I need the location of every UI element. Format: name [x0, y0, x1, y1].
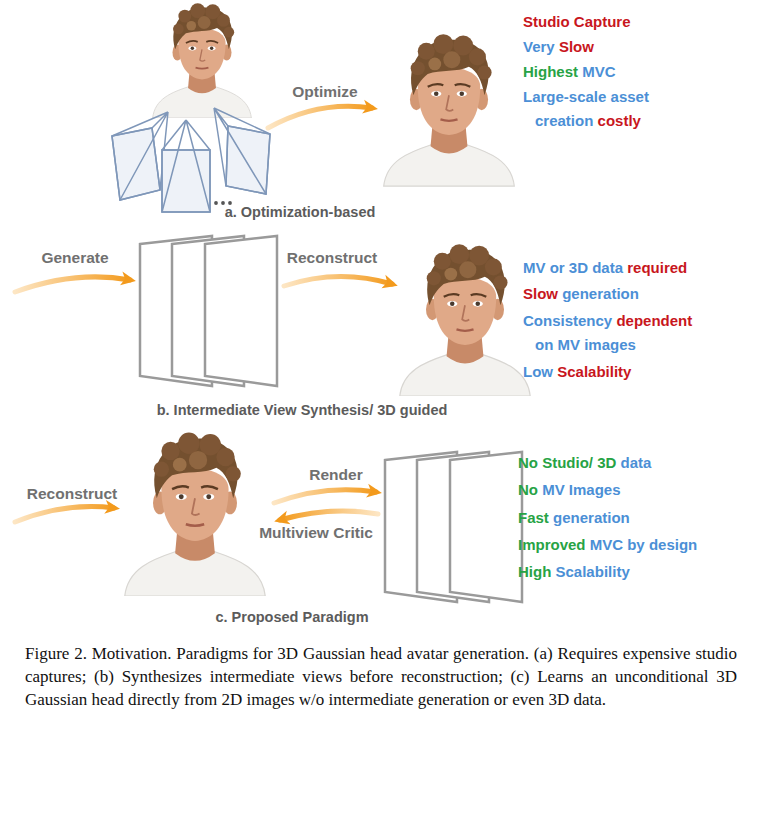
- property-term: MVC: [582, 63, 615, 80]
- process-arrow: [280, 511, 378, 520]
- property-term: Scalability: [556, 563, 630, 580]
- property-term: on MV images: [535, 336, 636, 353]
- property-term: Improved: [518, 536, 586, 553]
- property-term: generation: [562, 285, 639, 302]
- view-frame: [195, 236, 287, 386]
- property-line: NoMV Images: [518, 478, 621, 502]
- camera-image-plane: [162, 150, 210, 212]
- property-term: generation: [553, 509, 630, 526]
- frustum-edge: [162, 120, 210, 212]
- ellipsis-dot: [214, 201, 218, 205]
- property-line: No Studio/ 3D data: [518, 451, 651, 475]
- camera-image-plane: [226, 126, 270, 194]
- arrow-label: Multiview Critic: [259, 524, 373, 542]
- property-line: High Scalability: [518, 560, 630, 584]
- property-term: data: [621, 454, 652, 471]
- property-term: Very: [523, 38, 555, 55]
- property-term: Low: [523, 363, 553, 380]
- head-photo: [153, 3, 252, 118]
- frustum-edge: [214, 108, 270, 194]
- process-arrow: [274, 490, 376, 503]
- camera-frustum: [110, 112, 168, 200]
- property-line: Fastgeneration: [518, 506, 630, 530]
- camera-image-plane: [226, 126, 270, 194]
- frame-border: [205, 236, 277, 386]
- property-line: Slowgeneration: [523, 282, 639, 306]
- process-arrow: [284, 276, 392, 286]
- property-term: No: [518, 481, 538, 498]
- head-avatar: [125, 433, 266, 596]
- camera-photo: [159, 152, 213, 214]
- arrow-label: Reconstruct: [27, 485, 117, 503]
- property-term: Fast: [518, 509, 549, 526]
- property-term: MV Images: [542, 481, 620, 498]
- frame-back: [205, 236, 277, 386]
- property-line: MV or 3D datarequired: [523, 256, 687, 280]
- property-line: LowScalability: [523, 360, 631, 384]
- property-term: costly: [598, 112, 641, 129]
- frame-back: [450, 452, 522, 602]
- ellipsis-dot: [221, 201, 225, 205]
- camera-image-plane: [162, 150, 210, 212]
- property-line: Large-scale asset creationcostly: [523, 85, 697, 133]
- property-term: MVC by design: [590, 536, 698, 553]
- camera-photo: [224, 133, 272, 189]
- property-term: Slow: [523, 285, 558, 302]
- property-line: ImprovedMVC by design: [518, 533, 697, 557]
- camera-frustum: [159, 120, 213, 214]
- property-term: Slow: [559, 38, 594, 55]
- property-line: HighestMVC: [523, 60, 616, 84]
- property-term: required: [627, 259, 687, 276]
- figure-caption: Figure 2. Motivation. Paradigms for 3D G…: [25, 642, 737, 711]
- property-term: No Studio/ 3D: [518, 454, 616, 471]
- frame-border: [450, 452, 522, 602]
- process-arrow: [15, 277, 130, 292]
- property-line: VerySlow: [523, 35, 594, 59]
- property-term: Studio Capture: [523, 13, 631, 30]
- arrow-label: Reconstruct: [287, 249, 377, 267]
- arrow-label: Generate: [41, 249, 108, 267]
- property-term: Consistency: [523, 312, 612, 329]
- arrow-label: Optimize: [292, 83, 357, 101]
- property-line: Consistencydependent on MV images: [523, 309, 692, 357]
- camera-frustum: [214, 108, 272, 194]
- property-term: Scalability: [557, 363, 631, 380]
- panel-title: c. Proposed Paradigm: [215, 608, 368, 626]
- property-term: Highest: [523, 63, 578, 80]
- process-arrow: [15, 507, 114, 522]
- panel-title: b. Intermediate View Synthesis/ 3D guide…: [157, 401, 448, 419]
- frustum-edge: [112, 112, 168, 200]
- property-term: dependent: [616, 312, 692, 329]
- view-photo: [195, 269, 287, 376]
- process-arrow: [268, 106, 372, 128]
- head-avatar: [384, 34, 515, 186]
- arrow-label: Render: [309, 466, 362, 484]
- property-term: MV or 3D data: [523, 259, 623, 276]
- property-line: Studio Capture: [523, 10, 631, 34]
- panel-title: a. Optimization-based: [225, 203, 376, 221]
- head-avatar: [400, 244, 530, 396]
- property-term: High: [518, 563, 551, 580]
